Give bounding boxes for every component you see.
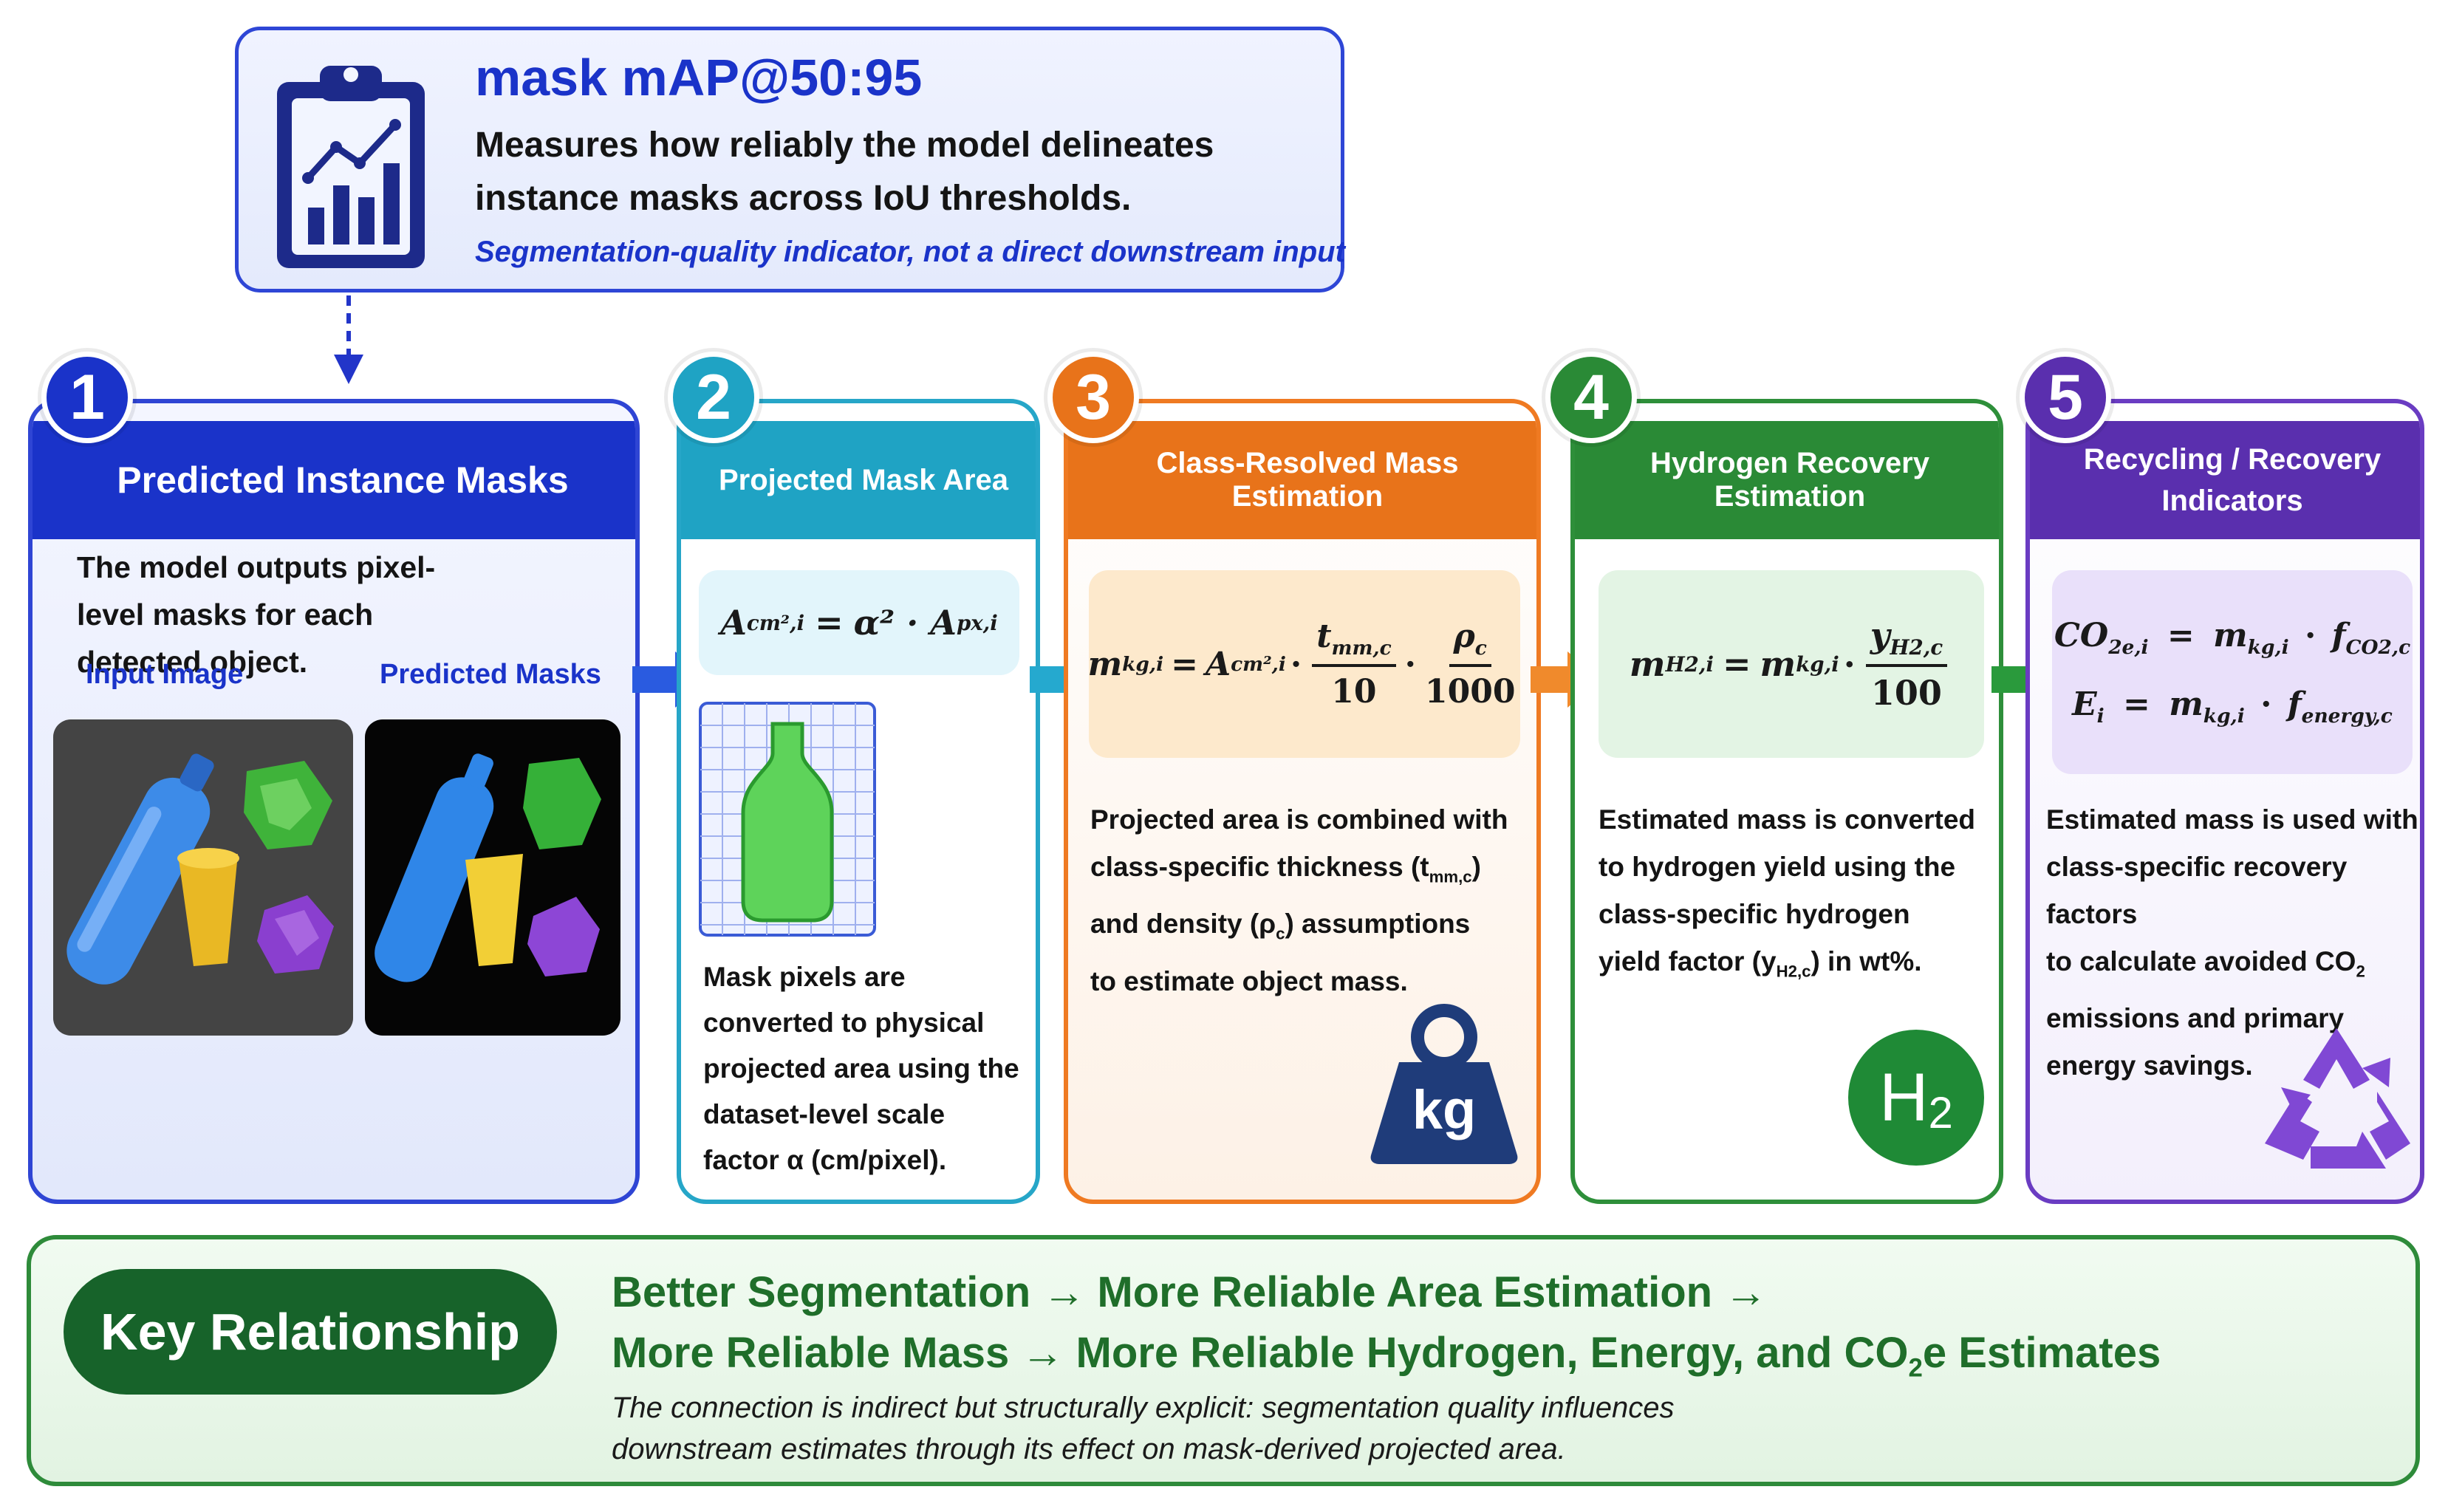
key-relationship-label: Key Relationship: [64, 1269, 557, 1395]
clipboard-chart-icon: [277, 66, 425, 268]
step-2-text: Mask pixels are converted to physical pr…: [703, 962, 1019, 1175]
dashed-arrow: [334, 295, 363, 384]
step-4-badge: 4: [1545, 352, 1637, 443]
input-image: [53, 719, 353, 1036]
step-2-header: Projected Mask Area: [681, 421, 1036, 539]
step-5-badge: 5: [2020, 352, 2111, 443]
step-5-text: Estimated mass is used with class-specif…: [2046, 804, 2418, 1081]
recycle-icon: [2265, 1028, 2410, 1169]
step-1-panel: Predicted Instance Masks The model outpu…: [28, 399, 640, 1204]
step-1-header: Predicted Instance Masks: [33, 421, 635, 539]
key-row-2: More Reliable Mass → More Reliable Hydro…: [612, 1329, 2161, 1383]
step-1-text: The model outputs pixel-level masks for …: [77, 550, 436, 679]
metric-description: Measures how reliably the model delineat…: [475, 126, 1214, 218]
predicted-masks-label: Predicted Masks: [380, 659, 601, 690]
step-3-text: Projected area is combined with class-sp…: [1090, 804, 1508, 996]
key-footnote: The connection is indirect but structura…: [612, 1392, 1675, 1465]
step-5-panel: Recycling / Recovery Indicators CO2e,i =…: [2025, 399, 2424, 1204]
metric-title: mask mAP@50:95: [475, 49, 923, 106]
bottle-grid-icon: [699, 702, 876, 937]
step-3-header: Class-Resolved Mass Estimation: [1068, 421, 1536, 539]
input-image-label: Input Image: [86, 659, 244, 690]
step-5-header: Recycling / Recovery Indicators: [2030, 421, 2420, 539]
step-4-text: Estimated mass is converted to hydrogen …: [1599, 804, 1975, 981]
step-5-formula: CO2e,i = mkg,i · fCO2,c Ei = mkg,i · fen…: [2052, 570, 2413, 774]
step-1-badge: 1: [41, 352, 133, 443]
step-3-badge: 3: [1047, 352, 1139, 443]
metric-box: mask mAP@50:95 Measures how reliably the…: [235, 27, 1345, 293]
kg-weight-icon: kg: [1367, 1002, 1522, 1164]
metric-note: Segmentation-quality indicator, not a di…: [475, 236, 1345, 268]
key-row-1: Better Segmentation → More Reliable Area…: [612, 1268, 1768, 1316]
predicted-masks-image: [365, 719, 620, 1036]
step-4-header: Hydrogen Recovery Estimation: [1575, 421, 1999, 539]
step-2-badge: 2: [668, 352, 759, 443]
